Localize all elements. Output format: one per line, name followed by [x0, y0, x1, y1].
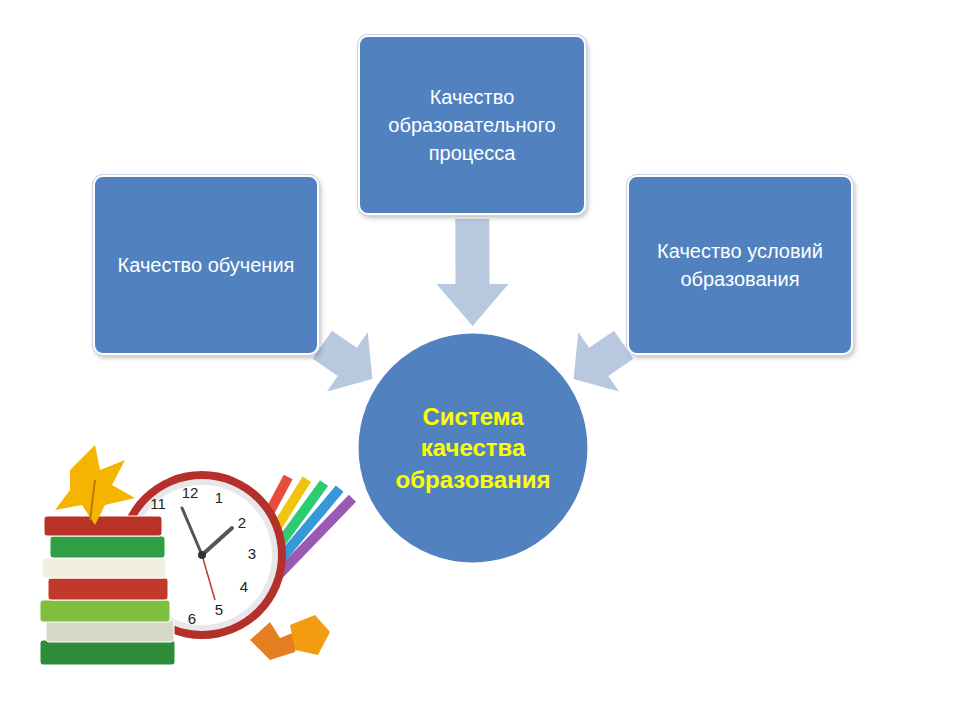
- clock-number: 11: [150, 495, 166, 512]
- node-text: Качество обучения: [118, 251, 295, 279]
- central-circle: Система качества образования: [355, 330, 591, 566]
- clock-number: 6: [188, 610, 196, 627]
- node-text: Качество образовательного процесса: [372, 83, 572, 167]
- clock-number: 1: [215, 489, 223, 506]
- clock-number: 12: [182, 484, 199, 501]
- clock-number: 2: [238, 514, 246, 531]
- books: [40, 516, 175, 665]
- block-arrow: [313, 331, 373, 392]
- clock-number: 3: [248, 545, 256, 562]
- autumn-leaves: [55, 445, 330, 660]
- block-arrow: [574, 331, 634, 392]
- quality-box: Качество условий образования: [627, 175, 853, 355]
- node-text: Качество условий образования: [641, 237, 839, 293]
- node-text: Система качества образования: [389, 401, 557, 495]
- clock-number: 5: [215, 601, 223, 618]
- block-arrow: [437, 219, 509, 326]
- quality-box: Качество образовательного процесса: [358, 35, 586, 215]
- quality-box: Качество обучения: [93, 175, 319, 355]
- clock-number: 4: [240, 578, 248, 595]
